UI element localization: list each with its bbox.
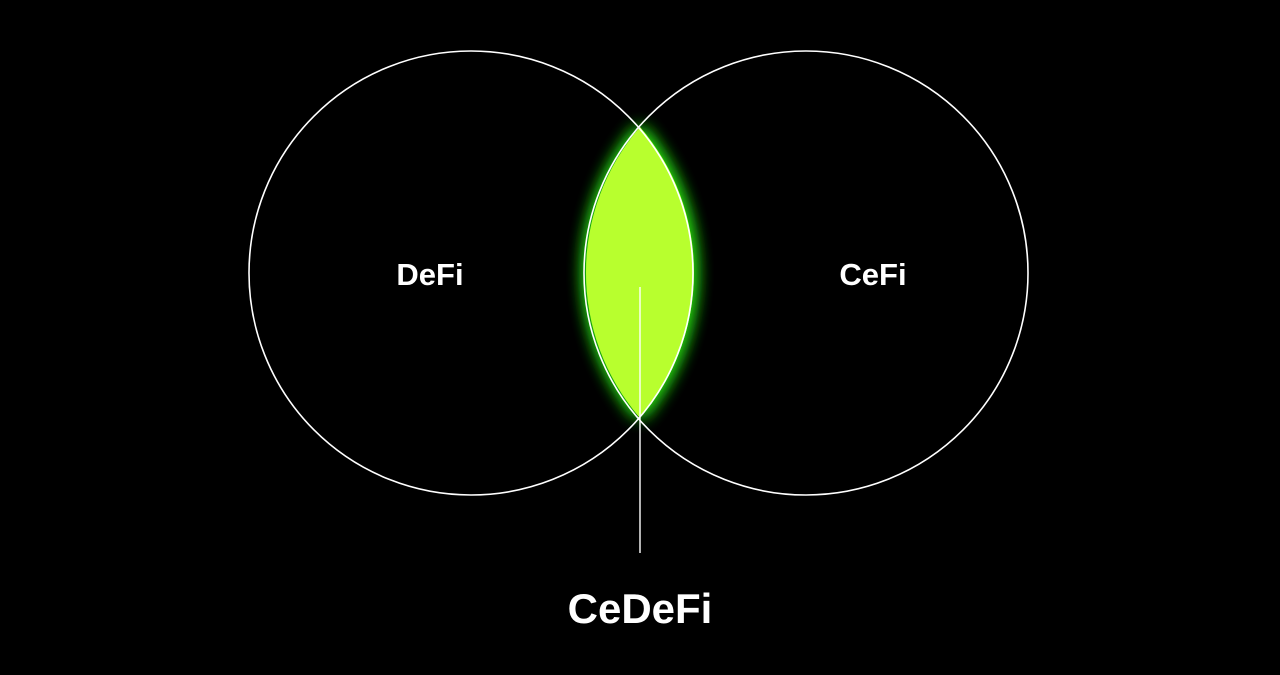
defi-circle	[248, 50, 694, 496]
defi-label: DeFi	[396, 257, 463, 292]
intersection-region	[585, 127, 695, 418]
cefi-label: CeFi	[839, 257, 906, 292]
cedefi-label: CeDeFi	[568, 585, 713, 632]
cefi-circle	[583, 50, 1029, 496]
